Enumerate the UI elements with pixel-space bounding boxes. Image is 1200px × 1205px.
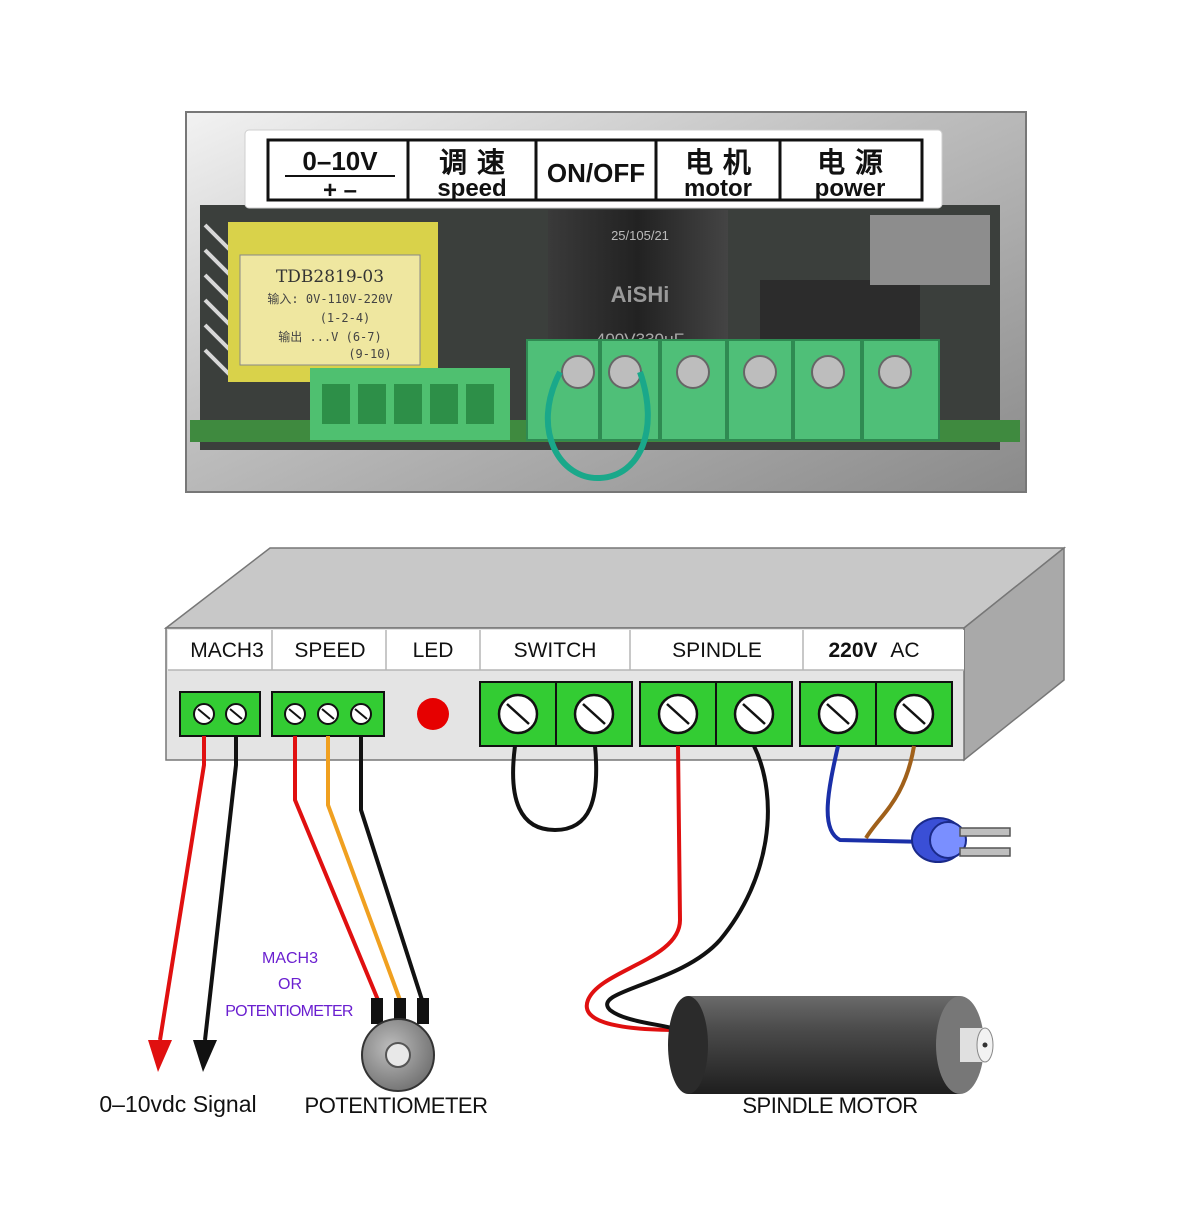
potentiometer-label: POTENTIOMETER: [305, 1093, 488, 1118]
label-cell-power-bottom: power: [815, 175, 886, 202]
transformer-input-pins: (1-2-4): [320, 311, 371, 325]
signal-label: 0–10vdc Signal: [99, 1091, 256, 1117]
note-line-3: POTENTIOMETER: [225, 1003, 353, 1020]
header-ac-voltage: 220V: [828, 639, 877, 662]
plug-terminal: [310, 368, 510, 440]
wiring-diagram: MACH3 SPEED LED SWITCH SPINDLE 220V AC: [99, 546, 1067, 1118]
switch-terminal-2: [555, 681, 633, 747]
vent-slots: [203, 223, 232, 377]
spindle-wires: [584, 745, 770, 1032]
ac-plug: [911, 817, 1011, 863]
ac-terminal-1: [799, 681, 877, 747]
label-cell-motor-bottom: motor: [684, 175, 752, 202]
note-line-1: MACH3: [262, 950, 318, 967]
screw-terminal-block: [526, 339, 940, 441]
speed-terminal: [271, 691, 385, 737]
label-cell-power-top: 电 源: [817, 146, 883, 179]
transformer-output: 输出 ...V (6-7): [278, 329, 381, 344]
label-cell-onoff: ON/OFF: [547, 158, 645, 188]
note-line-2: OR: [278, 976, 302, 993]
header-mach3: MACH3: [190, 639, 264, 662]
transformer: TDB2819-03 输入: 0V-110V-220V (1-2-4) 输出 .…: [228, 222, 438, 382]
jumper-wire: [544, 370, 651, 482]
spindle-terminal-2: [715, 681, 793, 747]
header-switch: SWITCH: [514, 639, 597, 662]
switch-jumper-wire: [511, 745, 599, 833]
terminal-label-strip: 0–10V + – 调 速 speed ON/OFF 电 机 motor 电 源…: [244, 129, 943, 209]
spindle-motor-label: SPINDLE MOTOR: [742, 1093, 917, 1118]
transformer-input: 输入: 0V-110V-220V: [267, 291, 392, 306]
capacitor-date: 25/105/21: [611, 228, 669, 243]
power-terminals: [479, 681, 953, 747]
label-cell-speed-bottom: speed: [437, 175, 506, 202]
label-cell-voltage-top: 0–10V: [302, 146, 378, 176]
label-cell-voltage-bottom: + –: [323, 177, 357, 204]
capacitor-brand: AiSHi: [611, 282, 670, 307]
transformer-model: TDB2819-03: [276, 267, 384, 287]
led-indicator: [417, 698, 449, 730]
box-top-face: [163, 547, 1067, 629]
transformer-output-pins: (9-10): [348, 347, 391, 361]
heatsink: [870, 215, 990, 285]
label-cell-motor-top: 电 机: [685, 146, 751, 179]
product-photo: TDB2819-03 输入: 0V-110V-220V (1-2-4) 输出 .…: [185, 111, 1027, 493]
spindle-terminal-1: [639, 681, 717, 747]
spindle-motor: [668, 996, 994, 1094]
header-led: LED: [413, 639, 454, 662]
potentiometer: [361, 998, 435, 1092]
potentiometer-wires: [293, 736, 424, 1001]
header-band: [168, 630, 964, 670]
header-ac-suffix: AC: [890, 639, 919, 662]
switch-terminal-1: [479, 681, 557, 747]
label-cell-speed-top: 调 速: [439, 146, 505, 179]
header-spindle: SPINDLE: [672, 639, 762, 662]
mach3-terminal: [179, 691, 261, 737]
signal-wires: [148, 736, 238, 1072]
ac-terminal-2: [875, 681, 953, 747]
ac-wires: [825, 745, 931, 844]
header-speed: SPEED: [294, 639, 365, 662]
